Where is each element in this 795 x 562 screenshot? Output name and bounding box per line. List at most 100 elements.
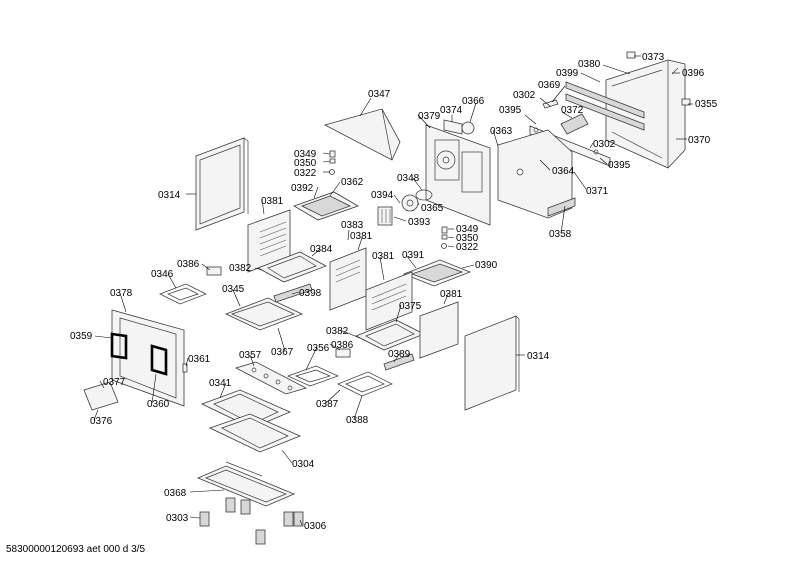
callout-0350-upper: 0350: [294, 158, 317, 169]
callout-0383: 0383: [341, 220, 364, 231]
callout-0356: 0356: [307, 343, 330, 354]
tray-0387: [337, 371, 393, 397]
control-strip-0357: [234, 361, 308, 395]
clip-0386-lower: [335, 348, 351, 358]
callout-0392: 0392: [291, 183, 314, 194]
callout-0399: 0399: [556, 68, 579, 79]
callout-0369: 0369: [538, 80, 561, 91]
callout-0364: 0364: [552, 166, 575, 177]
clip-0386-upper: [206, 266, 222, 276]
base-frame-0368: [196, 461, 296, 507]
callout-0375: 0375: [399, 301, 422, 312]
callout-0349-lower: 0349: [456, 224, 479, 235]
drawing-reference-number: 58300000120693 aet 000 d 3/5: [6, 544, 146, 555]
side-wall-0381-low: [419, 301, 459, 359]
callout-0381-c: 0381: [372, 251, 395, 262]
fan-cover-0394: [377, 206, 393, 226]
bottom-plate-0304: [208, 413, 302, 453]
callout-0365: 0365: [421, 203, 444, 214]
callout-0377: 0377: [103, 377, 126, 388]
rails-0380-0399: [565, 81, 645, 131]
back-panel-0370: [605, 59, 686, 169]
callout-0371: 0371: [586, 186, 609, 197]
callout-0373: 0373: [642, 52, 665, 63]
callout-0386-upper: 0386: [177, 259, 200, 270]
tray-0345: [224, 297, 304, 331]
callout-0306: 0306: [304, 521, 327, 532]
rack-0346: [159, 283, 207, 305]
fan-0366: [461, 121, 475, 135]
top-cover-0347: [323, 108, 401, 161]
callout-0303: 0303: [166, 513, 189, 524]
cover-0374: [443, 119, 463, 135]
ring-heater-0348: [415, 189, 433, 201]
callout-0388: 0388: [346, 415, 369, 426]
motor-0372: [560, 113, 589, 135]
callout-0395-lower: 0395: [608, 160, 631, 171]
rail-0398: [273, 283, 313, 303]
callout-0348: 0348: [397, 173, 420, 184]
part-drawings: [83, 51, 691, 545]
trim-0377: [83, 381, 119, 411]
callout-0314-right: 0314: [527, 351, 550, 362]
callout-0362: 0362: [341, 177, 364, 188]
leader-lines: [93, 55, 693, 526]
side-panel-0363: [497, 129, 576, 219]
callout-0382-upper: 0382: [229, 263, 252, 274]
rack-0356: [287, 365, 339, 387]
callout-0376: 0376: [90, 416, 113, 427]
callout-0378: 0378: [110, 288, 133, 299]
callout-labels: 0373 0380 0399 0396 0369 0302 0355 0372 …: [70, 52, 718, 532]
side-panel-0314-left: [195, 137, 249, 231]
callout-0370: 0370: [688, 135, 711, 146]
callout-0384: 0384: [310, 244, 333, 255]
callout-0374: 0374: [440, 105, 463, 116]
callout-0363: 0363: [490, 126, 513, 137]
callout-0394: 0394: [371, 190, 394, 201]
callout-0345: 0345: [222, 284, 245, 295]
callout-0387: 0387: [316, 399, 339, 410]
callout-0350-lower: 0350: [456, 233, 479, 244]
callout-0347: 0347: [368, 89, 391, 100]
side-panel-0314-right: [464, 315, 520, 411]
callout-0322-lower: 0322: [456, 242, 479, 253]
screws-0349-lower: [441, 226, 448, 249]
callout-0355: 0355: [695, 99, 718, 110]
callout-0357: 0357: [239, 350, 262, 361]
callout-0398: 0398: [299, 288, 322, 299]
callout-0302-upper: 0302: [513, 90, 536, 101]
callout-0381-a: 0381: [261, 196, 284, 207]
callout-0360: 0360: [147, 399, 170, 410]
callout-0368: 0368: [164, 488, 187, 499]
door-seal-0359: [110, 332, 168, 376]
callout-0395-upper: 0395: [499, 105, 522, 116]
rear-panel-0379: [425, 124, 491, 226]
callout-0389: 0389: [388, 349, 411, 360]
callout-0381-b: 0381: [350, 231, 373, 242]
callout-0322-upper: 0322: [294, 168, 317, 179]
clip-0355: [681, 98, 691, 106]
callout-0386-lower: 0386: [331, 340, 354, 351]
callout-0361: 0361: [188, 354, 211, 365]
callout-0391: 0391: [402, 250, 425, 261]
callout-0358: 0358: [549, 229, 572, 240]
callout-0359: 0359: [70, 331, 93, 342]
callout-0393: 0393: [408, 217, 431, 228]
feet-0303-0306: [199, 497, 304, 545]
callout-0379: 0379: [418, 111, 441, 122]
element-plate-0391: [402, 259, 472, 287]
screws-0349-upper: [329, 150, 336, 175]
base-tray-0384: [257, 251, 327, 283]
callout-0380: 0380: [578, 59, 601, 70]
callout-0341: 0341: [209, 378, 232, 389]
callout-0304: 0304: [292, 459, 315, 470]
side-wall-0381-mid: [329, 247, 367, 311]
side-wall-0381-right: [365, 271, 413, 331]
callout-0381-d: 0381: [440, 289, 463, 300]
callout-0349-upper: 0349: [294, 149, 317, 160]
callout-0314-left: 0314: [158, 190, 181, 201]
screw-0373: [626, 51, 636, 59]
rail-0389: [383, 353, 415, 371]
callout-0366: 0366: [462, 96, 485, 107]
